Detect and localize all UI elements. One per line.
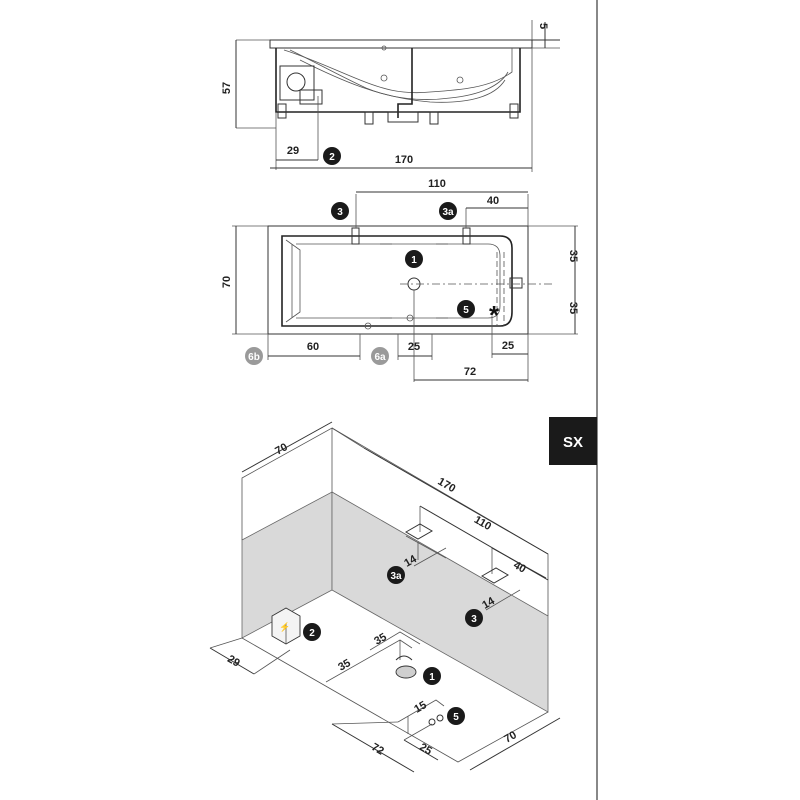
marker-5-label: 5 [463, 305, 469, 316]
iso-marker-3 [465, 609, 483, 627]
iso-drain [395, 665, 417, 679]
iso-marker-3-label: 3 [471, 614, 477, 625]
side-length-label: 170 [395, 154, 413, 166]
marker-6a [371, 347, 389, 365]
side-rim-label: 5 [537, 23, 549, 29]
marker-3a-label: 3a [442, 207, 454, 218]
side-view-rim [269, 39, 533, 49]
iso-marker-3a-label: 3a [390, 571, 402, 582]
marker-6b-label: 6b [248, 352, 260, 363]
iso-35-b-label: 35 [336, 657, 353, 674]
marker-6b [245, 347, 263, 365]
iso-29-label: 29 [225, 653, 242, 670]
marker-3a [439, 202, 457, 220]
isometric-view: 70 170 110 40 14 3a 14 3 ⚡ 2 [209, 421, 561, 773]
side-height-label: 57 [221, 82, 233, 94]
iso-marker-1-label: 1 [429, 672, 435, 683]
top-25-right-label: 25 [502, 340, 514, 352]
marker-3 [331, 202, 349, 220]
marker-2 [323, 147, 341, 165]
iso-40-label: 40 [511, 559, 528, 576]
iso-marker-5-label: 5 [453, 712, 459, 723]
side-tab-background [549, 417, 597, 465]
marker-6a-label: 6a [374, 352, 386, 363]
side-tab: SX [549, 417, 597, 465]
marker-1-label: 1 [411, 255, 417, 266]
top-view-basin [281, 235, 513, 327]
iso-15-label: 15 [412, 699, 429, 716]
iso-170-label: 170 [436, 476, 458, 496]
iso-72-label: 72 [369, 741, 386, 758]
side-view: 57 5 29 2 170 [221, 20, 560, 172]
top-35-lower-label: 35 [567, 302, 579, 314]
top-40-label: 40 [487, 195, 499, 207]
iso-110-label: 110 [472, 514, 493, 533]
top-view: 1 5 * 3 3a 110 40 70 35 35 60 [221, 178, 579, 382]
top-60-label: 60 [307, 341, 319, 353]
side-tab-label: SX [563, 434, 583, 451]
side-offset-label: 29 [287, 145, 299, 157]
marker-5 [457, 300, 475, 318]
iso-25-label: 25 [417, 741, 434, 758]
top-35-upper-label: 35 [567, 250, 579, 262]
iso-marker-1 [423, 667, 441, 685]
top-72-label: 72 [464, 366, 476, 378]
marker-2-label: 2 [329, 152, 335, 163]
pump-motor [279, 65, 315, 101]
marker-3-label: 3 [337, 207, 343, 218]
iso-marker-5 [447, 707, 465, 725]
iso-70-bottom-label: 70 [502, 729, 519, 746]
side-view-tub-body [275, 48, 521, 113]
marker-1 [405, 250, 423, 268]
asterisk-mark: * [489, 300, 500, 330]
iso-marker-2-label: 2 [309, 628, 315, 639]
iso-marker-3a [387, 566, 405, 584]
top-110-label: 110 [428, 178, 446, 190]
iso-70-top-label: 70 [273, 441, 290, 457]
top-width-label: 70 [221, 276, 233, 288]
iso-35-a-label: 35 [372, 631, 389, 648]
iso-marker-2 [303, 623, 321, 641]
svg-text:⚡: ⚡ [279, 621, 290, 633]
